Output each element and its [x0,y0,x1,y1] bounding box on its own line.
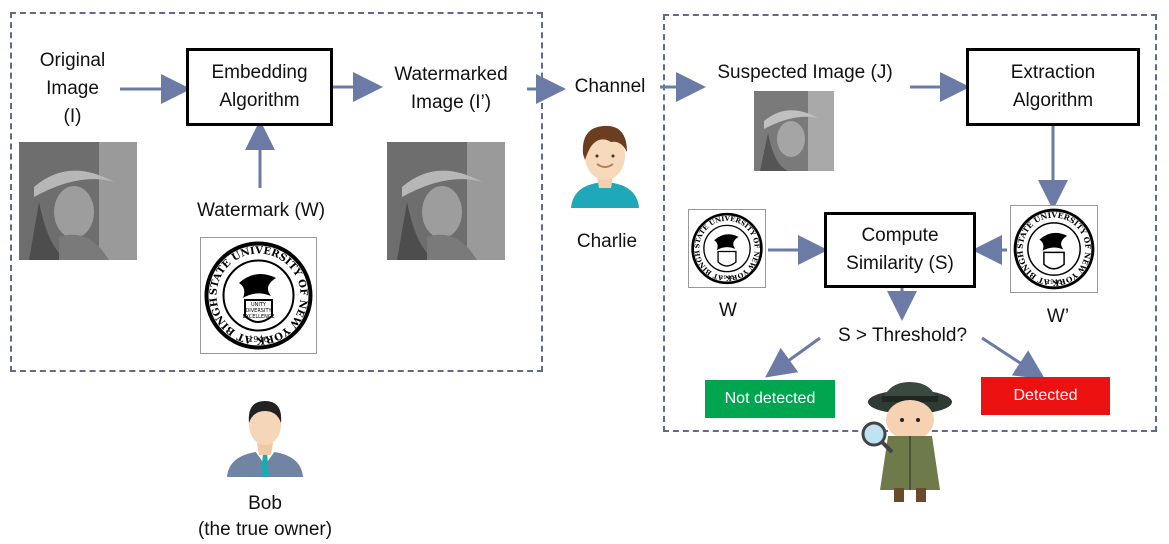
svg-text:DIVERSITY: DIVERSITY [245,308,272,314]
w-label: W [719,300,737,321]
embedding-algorithm-box: Embedding Algorithm [186,48,333,126]
charlie-label: Charlie [576,231,638,252]
watermark-label: Watermark (W) [196,200,326,221]
not-detected-badge: Not detected [705,380,835,418]
person-charlie-icon [567,118,643,208]
watermark-w-prime-seal-image: STATE UNIVERSITY OF NEW YORK AT BINGHAMT… [1007,199,1098,293]
person-bob-icon [225,393,305,477]
watermark-seal-image: STATE UNIVERSITY OF NEW YORK AT BINGHAMT… [195,230,317,354]
extraction-algorithm-box: Extraction Algorithm [966,48,1140,126]
suspected-image-label: Suspected Image (J) [717,62,893,83]
threshold-label: S > Threshold? [837,325,968,346]
original-image-label: Original Image (I) [39,50,106,127]
suspected-image-photo [754,91,834,171]
watermarked-image-label: Watermarked Image (I’) [394,64,508,113]
channel-label: Channel [574,76,646,97]
watermarked-image-photo [387,142,505,260]
bob-name: Bob [248,493,282,514]
bob-description: (the true owner) [197,519,333,540]
w-prime-label: W’ [1046,306,1070,327]
detective-icon [858,380,954,508]
embedding-panel [10,12,543,372]
svg-text:UNITY: UNITY [251,302,267,308]
svg-text:EXCELLENCE: EXCELLENCE [243,314,275,320]
detected-badge: Detected [981,377,1110,415]
arrow-to-not-detected [765,336,821,378]
svg-text:1946: 1946 [1046,279,1061,286]
original-image-photo [19,142,137,260]
arrow-to-detected [981,336,1046,380]
compute-similarity-box: Compute Similarity (S) [824,212,976,288]
svg-text:1946: 1946 [248,335,268,344]
svg-text:1946: 1946 [720,275,734,281]
watermark-w-seal-image: STATE UNIVERSITY OF NEW YORK AT BINGHAMT… [685,205,766,288]
